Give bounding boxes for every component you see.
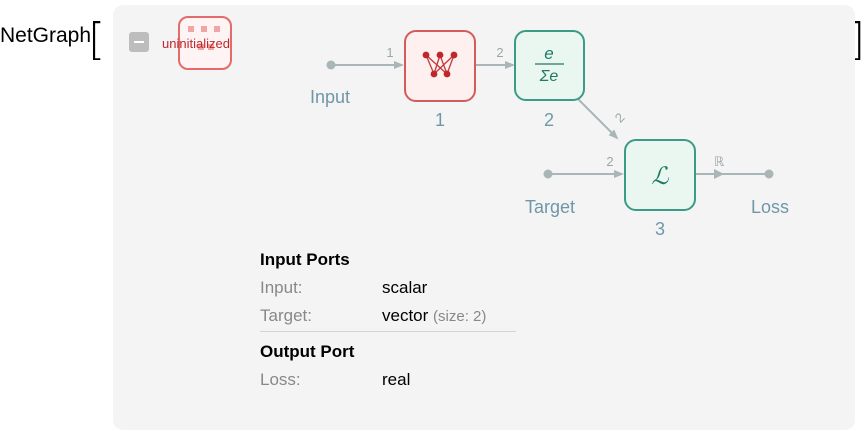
target-size: (size: 2) <box>433 308 487 325</box>
edge-label-2: 2 <box>496 45 503 60</box>
port-divider <box>260 331 516 332</box>
target-port-dot <box>543 169 553 179</box>
target-value-type: vector <box>382 306 429 325</box>
input-port-dot <box>326 60 336 70</box>
neural-net-icon <box>188 26 220 50</box>
minus-icon[interactable] <box>129 32 149 52</box>
loss-label: Loss: <box>260 370 301 389</box>
loss-port-dot <box>764 169 774 179</box>
status-label: uninitialized <box>162 36 230 51</box>
target-label: Target: <box>260 306 312 325</box>
loss-port-label: Loss <box>751 197 789 217</box>
loss-value: real <box>382 370 411 389</box>
edge-label-3: 2 <box>612 110 628 126</box>
edge-label-5: ℝ <box>714 154 725 169</box>
edge-label-1: 1 <box>386 45 393 60</box>
input-label: Input: <box>260 278 303 297</box>
input-port-label: Input <box>310 87 350 107</box>
node-3-box <box>624 139 696 211</box>
softmax-icon: e <box>544 44 553 63</box>
output-port-header: Output Port <box>260 342 355 361</box>
node-3-number: 3 <box>655 219 665 239</box>
edge-2-3 <box>577 98 619 140</box>
loss-icon: ℒ <box>651 163 669 190</box>
input-value: scalar <box>382 278 428 297</box>
target-port-label: Target <box>525 197 575 217</box>
target-value: vector (size: 2) <box>382 306 486 326</box>
edge-3-loss-arrow <box>714 169 724 179</box>
node-2-box <box>514 30 585 101</box>
open-bracket: [ <box>88 14 106 65</box>
softmax-denominator: Σe <box>539 68 559 85</box>
node-1-box <box>404 30 476 102</box>
uninitialized-badge[interactable] <box>178 16 232 70</box>
netgraph-head: NetGraph <box>0 24 92 47</box>
netgraph-panel <box>113 5 855 430</box>
input-ports-header: Input Ports <box>260 250 350 269</box>
node-2-number: 2 <box>544 110 554 130</box>
edge-label-4: 2 <box>606 154 613 169</box>
node-1-number: 1 <box>435 110 445 130</box>
